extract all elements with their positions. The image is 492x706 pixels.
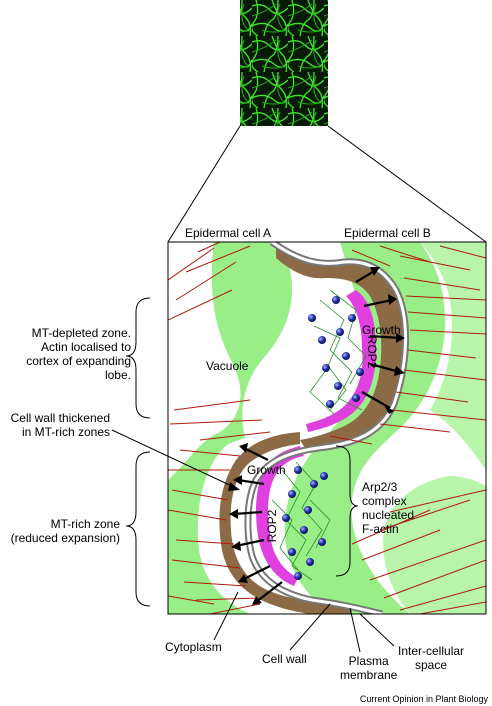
label-epidermal-cell-a: Epidermal cell A [185,226,272,240]
rop2-zone-lower [256,446,304,586]
cell-junction-detail [168,242,486,614]
zoom-line-left [167,125,241,243]
label-cell-wall: Cell wall [262,652,307,666]
growth-arrows [233,269,401,603]
cell-wall-inner [246,242,408,614]
cytoplasm-cell-b-bottom [383,476,486,614]
credit-line: Current Opinion in Plant Biology [359,694,488,704]
cell-wall-thickening-upper [276,246,404,450]
label-cell-wall-thickened: Cell wall thickened in MT-rich zones [10,411,110,439]
zoom-line-right [327,125,487,243]
label-intercellular-space: Inter-cellular space [398,644,465,672]
label-plasma-membrane: Plasma membrane [340,654,398,682]
label-cytoplasm: Cytoplasm [165,640,222,654]
microtubules [168,242,486,614]
growth-label-upper: Growth [362,323,401,337]
bracket-mt-depleted [125,297,151,419]
micrograph-image [240,0,328,126]
label-arp23: Arp2/3 complex nucleated F-actin [362,480,415,536]
growth-arrowheads [229,267,405,605]
detail-box-frame [167,241,487,615]
cell-wall-thickened-arrowhead [228,482,240,491]
arp23-complexes [282,296,364,580]
rop2-label-lower: ROP2 [265,509,279,542]
label-epidermal-cell-b: Epidermal cell B [344,226,431,240]
label-vacuole: Vacuole [206,359,249,373]
cytoplasm-cell-a [168,242,293,614]
label-mt-depleted-zone: MT-depleted zone. Actin localised to cor… [26,326,131,382]
bracket-arp23 [335,445,359,577]
pointer-lines [111,429,395,653]
growth-label-lower: Growth [247,463,286,477]
label-mt-rich-zone: MT-rich zone (reduced expansion) [10,517,120,545]
rop2-label-upper: ROP2 [365,336,379,369]
bracket-mt-rich [125,451,151,607]
